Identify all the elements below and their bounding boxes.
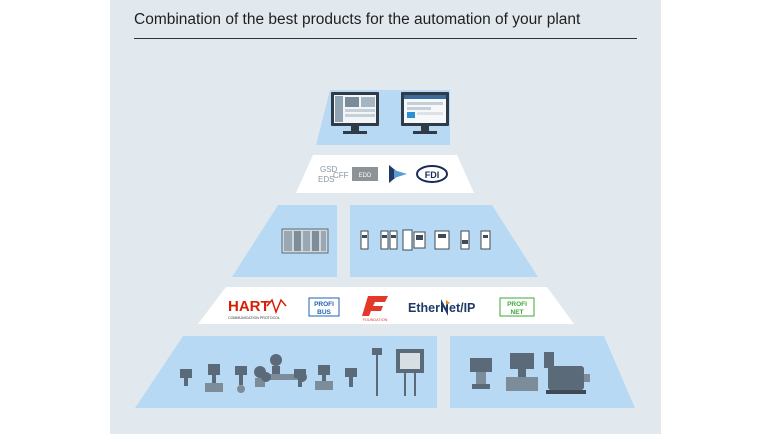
valve-icon <box>470 358 492 389</box>
tier-protocols: HART COMMUNICATION PROTOCOL PROFI BUS FO… <box>198 287 574 324</box>
ethernetip-logo: Ether et/IP <box>408 299 475 316</box>
tier-control <box>232 205 538 277</box>
svg-text:Ether: Ether <box>408 301 440 315</box>
transmitter-icon <box>180 369 192 386</box>
tier-integration-band <box>296 155 474 193</box>
cff-label: CFF <box>333 171 349 180</box>
tier-software <box>316 90 450 145</box>
ethernetip-n-icon <box>441 299 450 316</box>
profinet-logo: PROFI NET <box>499 297 535 317</box>
page-title: Combination of the best products for the… <box>134 11 581 28</box>
svg-text:BUS: BUS <box>317 309 331 316</box>
io-module-detail <box>362 234 488 244</box>
tier-field-right-band <box>450 336 635 408</box>
desktop-monitor-icon <box>331 92 379 134</box>
svg-text:PROFI: PROFI <box>314 301 334 308</box>
desktop-monitor-icon <box>401 92 449 134</box>
plc-rack-icon <box>281 228 329 254</box>
motor-icon <box>544 352 590 394</box>
hart-logo: HART COMMUNICATION PROTOCOL <box>228 298 287 320</box>
svg-text:HART: HART <box>228 298 270 315</box>
title-underline <box>134 38 637 39</box>
gsd-label: GSD <box>320 165 338 174</box>
fdi-logo: FDI <box>416 165 448 183</box>
edd-logo: EDD <box>352 167 378 181</box>
svg-text:PROFI: PROFI <box>507 301 527 308</box>
transmitter-icon <box>294 369 306 387</box>
svg-text:EDD: EDD <box>359 173 372 179</box>
foundation-fieldbus-logo: FOUNDATION <box>362 296 388 322</box>
svg-text:FDI: FDI <box>425 170 440 180</box>
eds-label: EDS <box>318 175 334 184</box>
valve-icon <box>506 353 538 391</box>
flowmeter-icon <box>315 365 333 390</box>
tier-protocols-band <box>198 287 574 324</box>
profibus-logo: PROFI BUS <box>308 297 340 317</box>
transmitter-icon <box>235 366 247 393</box>
svg-text:FOUNDATION: FOUNDATION <box>363 318 388 322</box>
svg-text:NET: NET <box>511 309 524 316</box>
tier-integration: GSD EDS CFF EDD FDI <box>296 155 474 193</box>
svg-text:COMMUNICATION PROTOCOL: COMMUNICATION PROTOCOL <box>228 316 280 320</box>
hart-wave-icon <box>266 298 287 315</box>
flowmeter-icon <box>205 364 223 392</box>
level-probe-icon <box>372 348 382 396</box>
transmitter-icon <box>345 368 357 387</box>
tier-field <box>135 336 635 408</box>
svg-text:et/IP: et/IP <box>449 301 475 315</box>
display-controller-icon <box>396 349 424 396</box>
fdt-logo-icon <box>389 165 407 183</box>
